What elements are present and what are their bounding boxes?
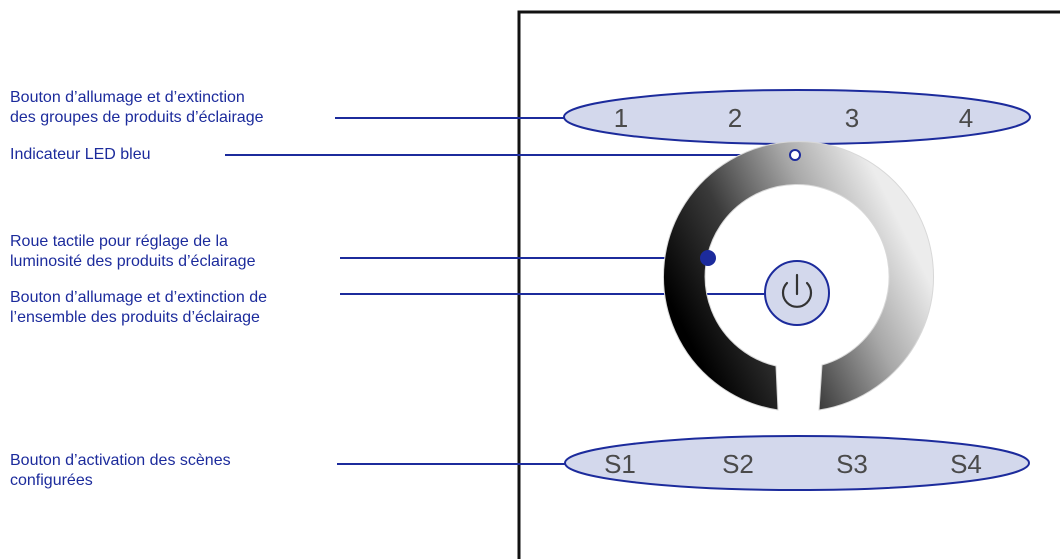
panel-frame <box>517 10 1060 559</box>
group-button-4[interactable]: 4 <box>959 103 973 133</box>
callout-led-indicator: Indicateur LED bleu <box>10 145 151 165</box>
callout-group-buttons: Bouton d’allumage et d’extinction des gr… <box>10 88 264 128</box>
callout-group-buttons-line-1: Bouton d’allumage et d’extinction <box>10 89 245 106</box>
callout-master-power: Bouton d’allumage et d’extinction de l’e… <box>10 288 267 328</box>
callout-master-power-line-1: Bouton d’allumage et d’extinction de <box>10 289 268 306</box>
scene-button-s3[interactable]: S3 <box>836 449 868 479</box>
scene-buttons-pad[interactable] <box>564 435 1030 491</box>
scene-button-s1[interactable]: S1 <box>604 449 636 479</box>
callout-scene-buttons-line-1: Bouton d’activation des scènes <box>10 452 231 469</box>
scene-button-s4[interactable]: S4 <box>950 449 982 479</box>
led-indicator <box>789 149 801 161</box>
callout-scene-buttons: Bouton d’activation des scènes configuré… <box>10 451 231 491</box>
power-icon <box>781 273 813 308</box>
callout-touch-wheel-line-1: Roue tactile pour réglage de la <box>10 233 228 250</box>
wheel-touch-point <box>700 250 716 266</box>
callout-scene-buttons-line-2: configurées <box>10 472 93 489</box>
callout-touch-wheel-line-2: luminosité des produits d’éclairage <box>10 253 256 270</box>
group-button-3[interactable]: 3 <box>845 103 859 133</box>
callout-group-buttons-line-2: des groupes de produits d’éclairage <box>10 109 264 126</box>
group-button-2[interactable]: 2 <box>728 103 742 133</box>
callout-touch-wheel: Roue tactile pour réglage de la luminosi… <box>10 232 255 272</box>
callout-led-indicator-line-1: Indicateur LED bleu <box>10 146 151 163</box>
scene-button-s2[interactable]: S2 <box>722 449 754 479</box>
touch-wheel[interactable] <box>663 141 934 411</box>
group-button-1[interactable]: 1 <box>614 103 628 133</box>
callout-master-power-line-2: l’ensemble des produits d’éclairage <box>10 309 260 326</box>
